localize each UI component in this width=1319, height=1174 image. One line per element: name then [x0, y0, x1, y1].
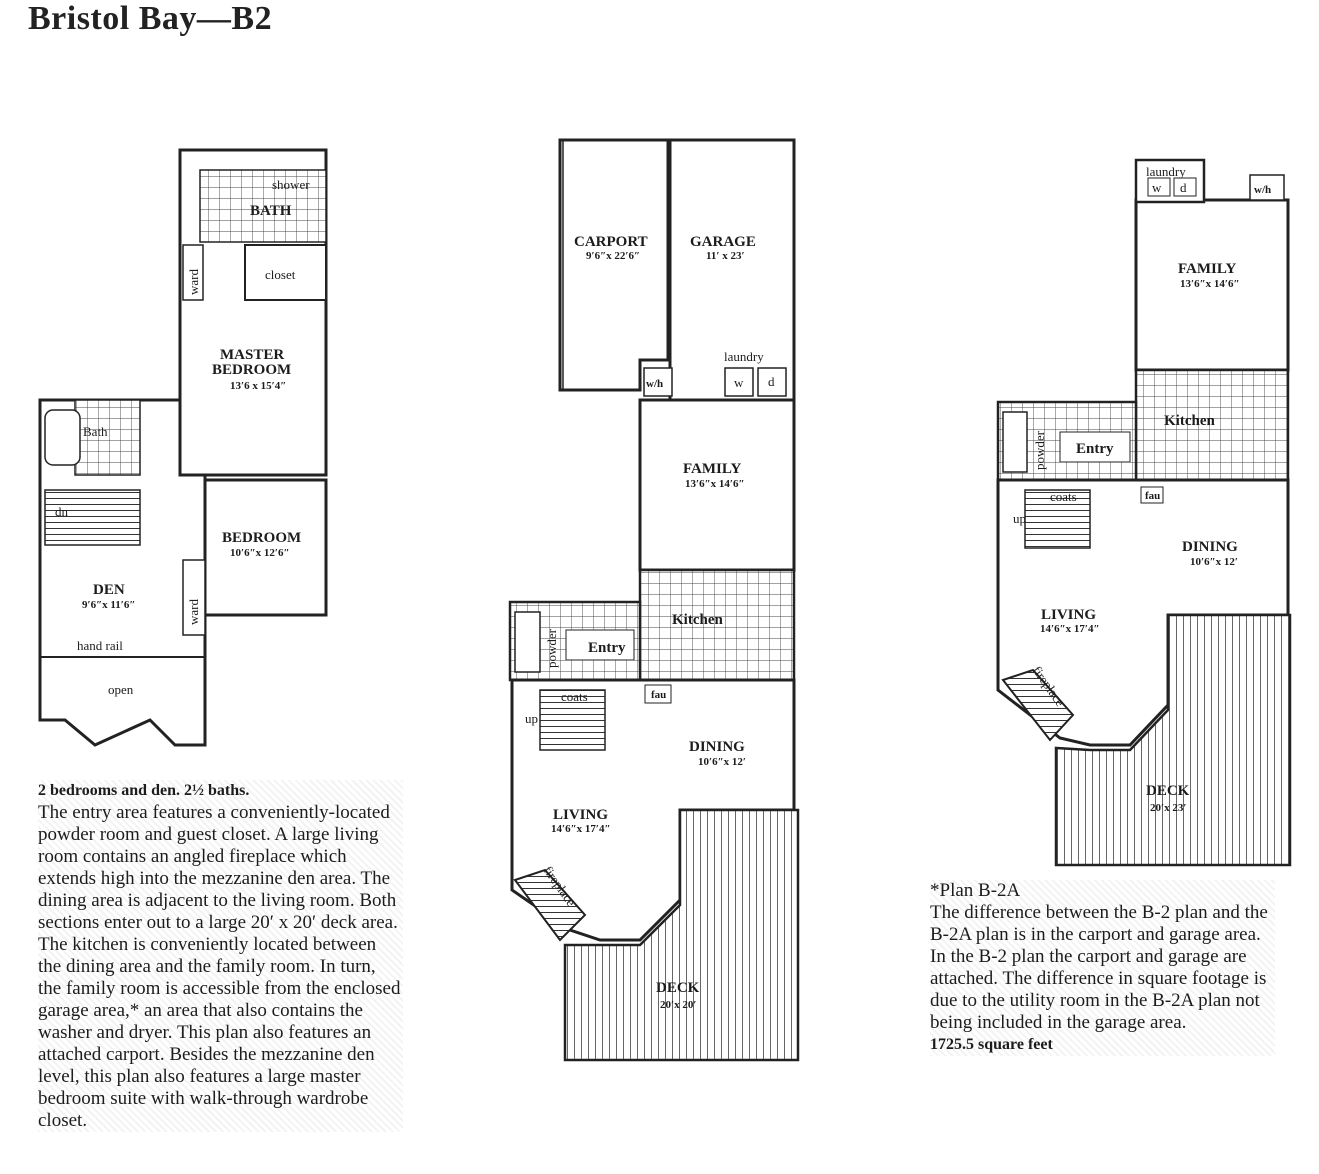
label-entry: Entry — [588, 640, 626, 656]
document-title: Bristol Bay—B2 — [28, 0, 273, 37]
label-alt-kitchen: Kitchen — [1164, 413, 1215, 429]
label-fau: fau — [651, 689, 666, 701]
description-main-heading: 2 bedrooms and den. 2½ baths. — [38, 782, 250, 799]
label-dining-dim: 10′6″x 12′ — [698, 756, 746, 768]
label-carport-dim: 9′6″x 22′6″ — [586, 250, 640, 262]
description-alt-body: The difference between the B-2 plan and … — [930, 902, 1268, 1033]
label-alt-dining-dim: 10′6″x 12′ — [1190, 556, 1238, 568]
main-floor-plan: CARPORT 9′6″x 22′6″ GARAGE 11′ x 23′ lau… — [508, 138, 800, 1062]
upper-floor-plan: BATH shower ward closet MASTER BEDROOM 1… — [38, 148, 328, 747]
label-laundry: laundry — [724, 349, 764, 364]
label-family: FAMILY — [683, 461, 742, 477]
label-living-dim: 14′6″x 17′4″ — [551, 823, 611, 835]
label-alt-living-dim: 14′6″x 17′4″ — [1040, 623, 1100, 635]
label-bath-2: Bath — [83, 424, 108, 439]
label-alt-fau: fau — [1145, 490, 1160, 502]
label-dn: dn — [55, 504, 69, 519]
label-den: DEN — [93, 582, 125, 598]
label-coats: coats — [561, 689, 588, 704]
label-family-dim: 13′6″x 14′6″ — [685, 478, 745, 490]
label-up: up — [525, 711, 538, 726]
label-alt-deck: DECK — [1146, 783, 1190, 799]
label-master-line1: MASTER — [220, 347, 284, 363]
label-alt-entry: Entry — [1076, 441, 1114, 457]
label-alt-coats: coats — [1050, 489, 1077, 504]
label-water-heater: w/h — [646, 378, 663, 390]
description-alt-heading: *Plan B-2A — [930, 880, 1021, 901]
label-alt-dryer: d — [1180, 180, 1187, 195]
label-deck: DECK — [656, 980, 700, 996]
label-alt-dining: DINING — [1182, 539, 1238, 555]
label-master-line2: BEDROOM — [212, 362, 291, 378]
label-powder: powder — [544, 628, 559, 668]
label-alt-laundry: laundry — [1146, 164, 1186, 179]
label-ward-2: ward — [186, 599, 201, 625]
label-alt-up: up — [1013, 511, 1026, 526]
label-den-dim: 9′6″x 11′6″ — [82, 599, 135, 611]
label-garage-dim: 11′ x 23′ — [706, 250, 745, 262]
label-closet: closet — [265, 267, 296, 282]
label-alt-washer: w — [1152, 180, 1162, 195]
label-hand-rail: hand rail — [77, 638, 123, 653]
label-alt-water-heater: w/h — [1254, 184, 1271, 196]
label-bedroom-dim: 10′6″x 12′6″ — [230, 547, 290, 559]
label-garage: GARAGE — [690, 234, 756, 250]
label-alt-family-dim: 13′6″x 14′6″ — [1180, 278, 1240, 290]
alt-floor-plan: laundry w d w/h FAMILY 13′6″x 14′6″ Kitc… — [996, 158, 1292, 867]
label-open: open — [108, 682, 134, 697]
description-alt: *Plan B-2A The difference between the B-… — [930, 880, 1275, 1056]
label-master-dim: 13′6 x 15′4″ — [230, 380, 286, 392]
label-alt-deck-dim: 20′x 23′ — [1150, 802, 1186, 814]
label-carport: CARPORT — [574, 234, 648, 250]
label-bedroom: BEDROOM — [222, 530, 301, 546]
label-dryer: d — [768, 374, 775, 389]
label-deck-dim: 20′x 20′ — [660, 999, 696, 1011]
label-alt-living: LIVING — [1041, 607, 1096, 623]
label-washer: w — [734, 375, 744, 390]
description-alt-footage: 1725.5 square feet — [930, 1036, 1053, 1053]
label-ward-1: ward — [186, 269, 201, 295]
label-bath: BATH — [250, 203, 292, 219]
label-alt-powder: powder — [1032, 430, 1047, 470]
description-main: 2 bedrooms and den. 2½ baths. The entry … — [38, 780, 403, 1132]
label-dining: DINING — [689, 739, 745, 755]
description-main-body: The entry area features a conveniently-l… — [38, 802, 401, 1131]
label-living: LIVING — [553, 807, 608, 823]
label-kitchen: Kitchen — [672, 612, 723, 628]
label-shower: shower — [272, 177, 310, 192]
label-alt-family: FAMILY — [1178, 261, 1237, 277]
